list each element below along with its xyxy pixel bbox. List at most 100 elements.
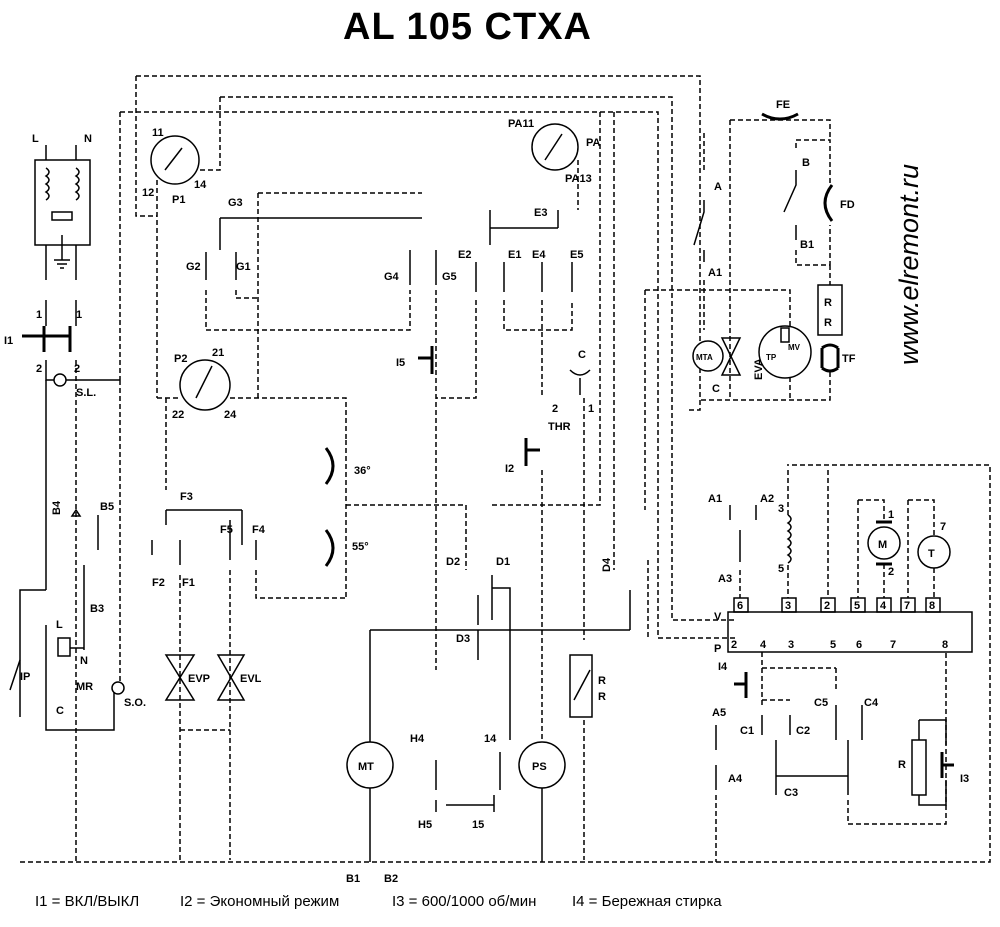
label-SO: S.O. (124, 697, 146, 709)
wire-coil (739, 470, 829, 598)
label-MR-N: N (80, 655, 88, 667)
label-H4: H4 (410, 733, 425, 745)
motor-MT (346, 741, 394, 789)
label-P2-21: 21 (212, 347, 224, 359)
label-E4: E4 (532, 249, 546, 261)
label-F1: F1 (182, 577, 195, 589)
label-F4: F4 (252, 524, 266, 536)
thermostat-55 (324, 529, 335, 567)
label-q8: 8 (942, 639, 948, 651)
label-p6: 6 (737, 600, 743, 612)
top-frame-wire-2 (220, 96, 735, 621)
label-B4: B4 (51, 500, 63, 515)
label-C1: C1 (740, 725, 754, 737)
valve-EVA (720, 337, 742, 376)
label-C2: C2 (796, 725, 810, 737)
label-PA11: PA11 (508, 118, 534, 130)
label-I4: I4 (718, 661, 728, 673)
label-G4: G4 (384, 271, 400, 283)
label-THR-2: 2 (552, 403, 558, 415)
label-A1b: A1 (708, 493, 722, 505)
label-TP: TP (766, 353, 777, 362)
legend-I2: I2 = Экономный режим (180, 893, 340, 910)
label-A2: A2 (760, 493, 774, 505)
label-p2: 2 (824, 600, 830, 612)
mains-filter-box (34, 159, 91, 246)
label-q2: 2 (731, 639, 737, 651)
outer-bus-wire (20, 464, 991, 863)
switch-I4[interactable] (734, 672, 748, 698)
filter-ground (54, 235, 70, 269)
label-P1-12: 12 (142, 187, 154, 199)
label-TF: TF (842, 353, 856, 365)
label-H5: H5 (418, 819, 432, 831)
wire-thermostats (345, 440, 467, 598)
label-q5: 5 (830, 639, 836, 651)
switch-I3[interactable] (940, 752, 954, 778)
switch-I5[interactable] (418, 346, 434, 374)
label-A4: A4 (728, 773, 743, 785)
legend: I1 = ВКЛ/ВЫКЛ I2 = Экономный режим I3 = … (0, 893, 1000, 919)
label-C3: C3 (784, 787, 798, 799)
label-p3: 3 (785, 600, 791, 612)
contacts-H (435, 752, 501, 812)
PA-contact (544, 133, 563, 161)
THR-contact (569, 369, 591, 395)
label-q6: 6 (856, 639, 862, 651)
label-P2-24: 24 (224, 409, 237, 421)
label-F3: F3 (180, 491, 193, 503)
label-one-left: 1 (36, 309, 42, 321)
label-T: T (928, 548, 935, 560)
fuse-FD (823, 184, 834, 222)
label-PS: PS (532, 761, 547, 773)
label-RR-right-2: R (824, 317, 832, 329)
label-B5: B5 (100, 501, 114, 513)
switch-I1-bar[interactable] (22, 326, 72, 352)
label-RR-right-1: R (824, 297, 832, 309)
label-F5: F5 (220, 524, 233, 536)
watermark-text: www.elremont.ru (894, 164, 924, 365)
label-p5: 5 (854, 600, 860, 612)
label-I3: I3 (960, 773, 969, 785)
resistor-RR-middle[interactable] (569, 654, 593, 718)
timer-TP-MV (758, 325, 812, 379)
label-A5: A5 (712, 707, 726, 719)
contacts-F (151, 510, 257, 565)
label-q3: 3 (788, 639, 794, 651)
label-B1: B1 (346, 873, 360, 885)
resistor-RR-right (817, 284, 843, 336)
wire-P1-14 (198, 97, 221, 171)
label-FE: FE (776, 99, 790, 111)
programmer-P1 (150, 135, 200, 185)
label-P2: P2 (174, 353, 187, 365)
label-14: 14 (484, 733, 497, 745)
label-P1: P1 (172, 194, 185, 206)
legend-I3: I3 = 600/1000 об/мин (392, 893, 537, 910)
pressure-switch-PA (531, 123, 579, 171)
label-EVL: EVL (240, 673, 262, 685)
wire-D4 (613, 112, 649, 640)
diagram-title: AL 105 CTXA (343, 6, 592, 48)
label-P: P (714, 643, 721, 655)
top-frame-wire-3 (120, 111, 735, 639)
switch-I2[interactable] (524, 438, 540, 466)
label-E1: E1 (508, 249, 521, 261)
filter-resistor (51, 211, 73, 221)
drain-motor-M (867, 526, 901, 560)
label-I1: I1 (4, 335, 13, 347)
wire-R-I3 (918, 719, 947, 806)
label-RR-mid-1: R (598, 675, 606, 687)
programmer-P2 (179, 359, 231, 411)
label-M: M (878, 539, 887, 551)
label-two-left: 2 (36, 363, 42, 375)
fuse-FE (761, 112, 799, 121)
label-one-right: 1 (76, 309, 82, 321)
label-A: A (714, 181, 722, 193)
wire-PA-right (492, 112, 601, 506)
coil-3-5 (786, 514, 792, 564)
label-G2: G2 (186, 261, 201, 273)
label-MTA: MTA (696, 353, 713, 362)
label-L: L (32, 133, 39, 145)
label-n3: 3 (778, 503, 784, 515)
